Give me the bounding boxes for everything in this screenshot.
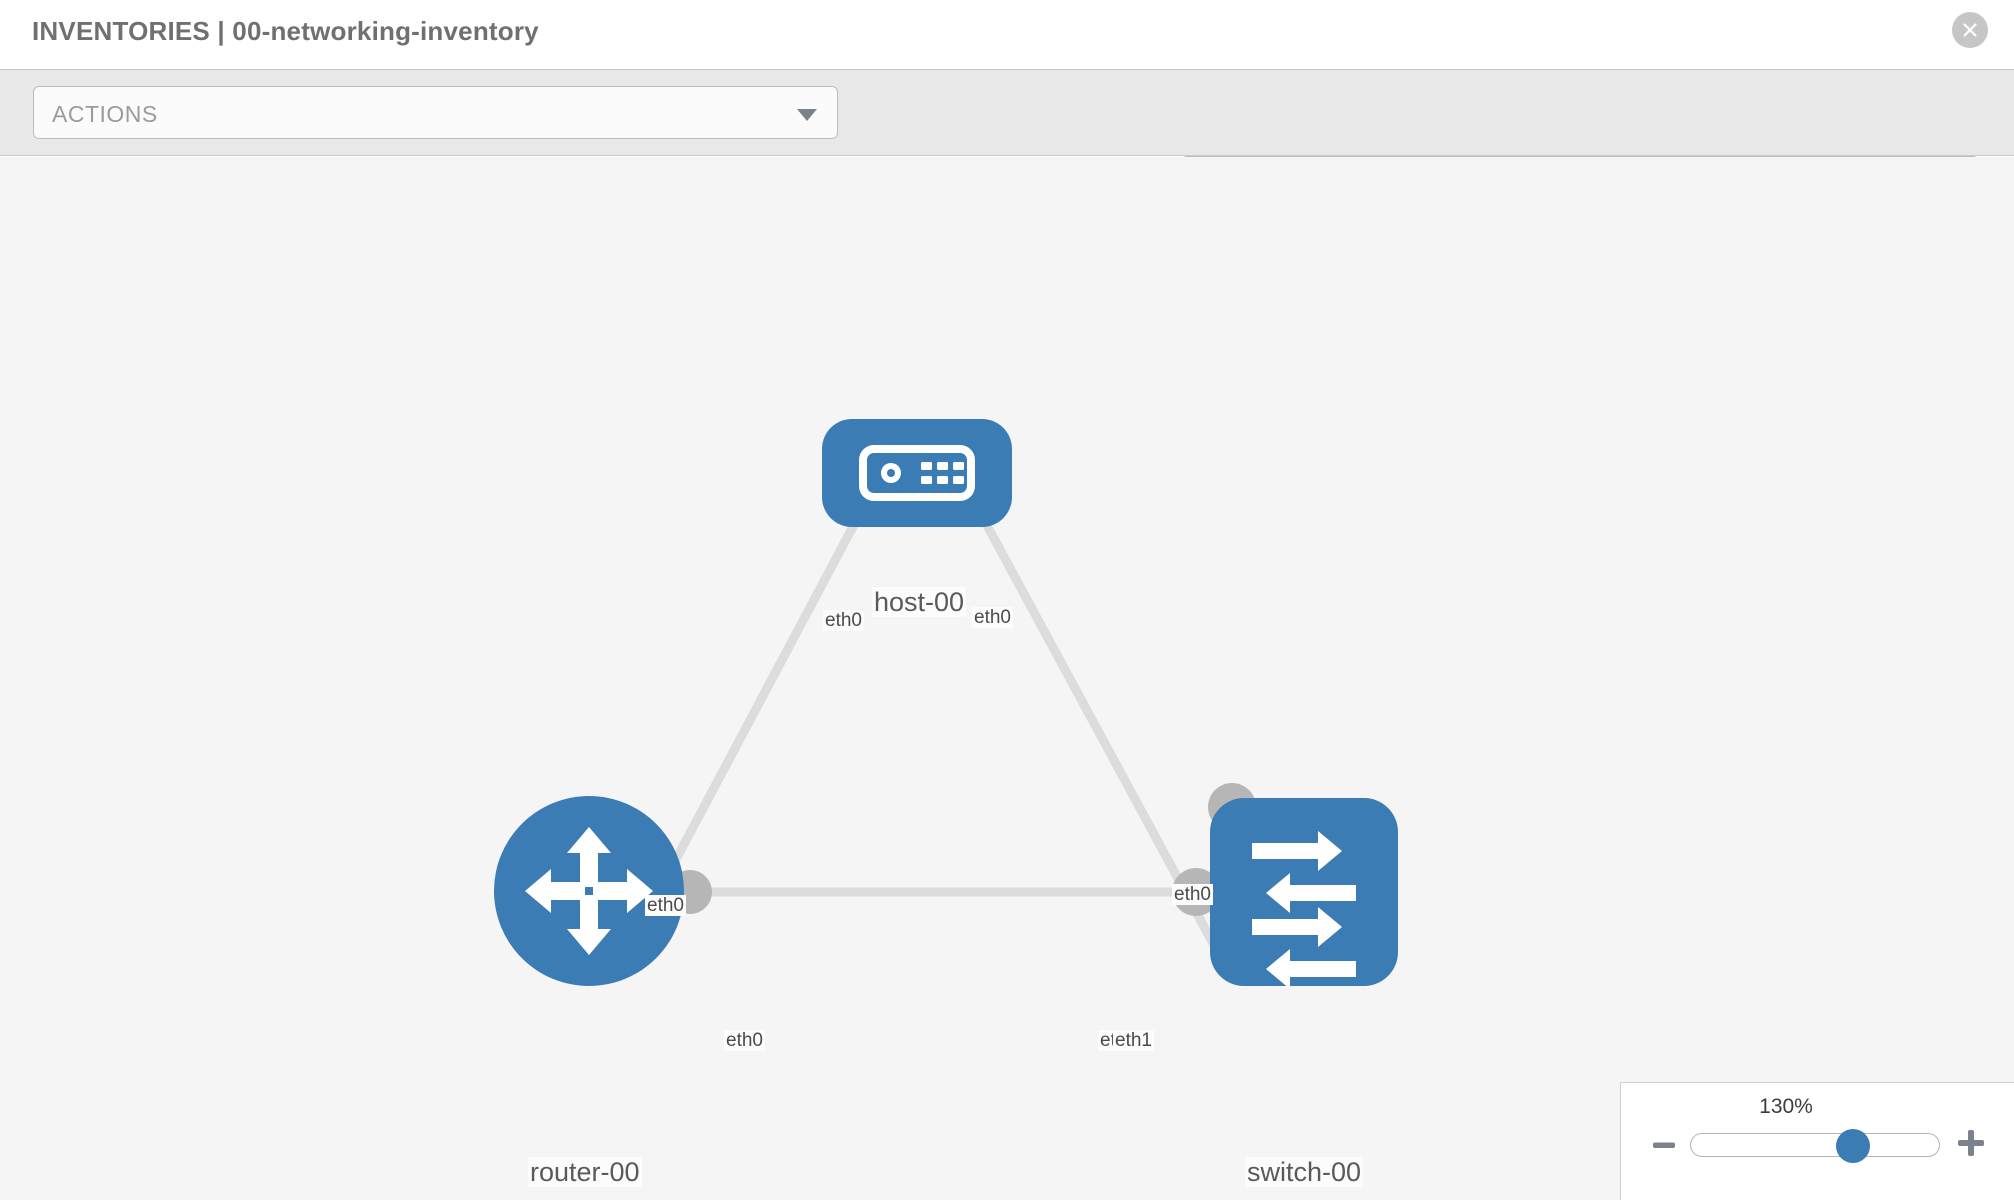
node-host-00[interactable] (822, 419, 1012, 527)
iface-label-switch00-eth1: eth1 (1113, 1030, 1154, 1052)
links-layer (636, 454, 1219, 950)
toolbar: ACTIONS SEARCH (0, 70, 2014, 209)
page-title: INVENTORIES | 00-networking-inventory (32, 16, 539, 46)
iface-label-router00-eth0: eth0 (724, 1030, 765, 1052)
interfaces-layer (668, 460, 1256, 916)
router-arrows-icon (525, 827, 653, 955)
iface-label-host00-eth0-right: eth0 (972, 607, 1013, 629)
node-label-host-00: host-00 (872, 587, 967, 618)
iface-label-switch00-eth0-uplink: eth0 (1172, 884, 1213, 906)
chevron-down-icon (797, 109, 817, 121)
node-router-00[interactable] (494, 796, 684, 986)
iface-label-host00-eth0-left: eth0 (823, 610, 864, 632)
topology-graph (494, 419, 1398, 989)
close-icon[interactable] (1952, 12, 1988, 48)
zoom-level-value: 130% (1759, 1095, 1813, 1118)
zoom-slider[interactable] (1690, 1129, 1940, 1163)
zoom-control-panel: 130% (1620, 1082, 2014, 1200)
minus-icon[interactable] (1650, 1131, 1678, 1159)
zoom-slider-handle[interactable] (1836, 1129, 1870, 1163)
node-label-switch-00: switch-00 (1245, 1157, 1364, 1188)
actions-dropdown[interactable]: ACTIONS (33, 86, 838, 139)
page-header: INVENTORIES | 00-networking-inventory (0, 0, 2014, 70)
link-host00-switch00[interactable] (946, 454, 1219, 950)
topology-canvas[interactable]: host-00 router-00 switch-00 eth0 eth0 et… (0, 157, 2014, 1200)
server-icon (859, 445, 975, 501)
link-host00-router00[interactable] (636, 454, 894, 930)
actions-dropdown-label: ACTIONS (52, 101, 158, 127)
node-label-router-00: router-00 (528, 1157, 642, 1188)
switch-arrows-icon (1252, 831, 1356, 989)
node-switch-00[interactable] (1210, 798, 1398, 989)
plus-icon[interactable] (1955, 1127, 1987, 1159)
iface-label-router00-eth0-uplink: eth0 (645, 895, 686, 917)
